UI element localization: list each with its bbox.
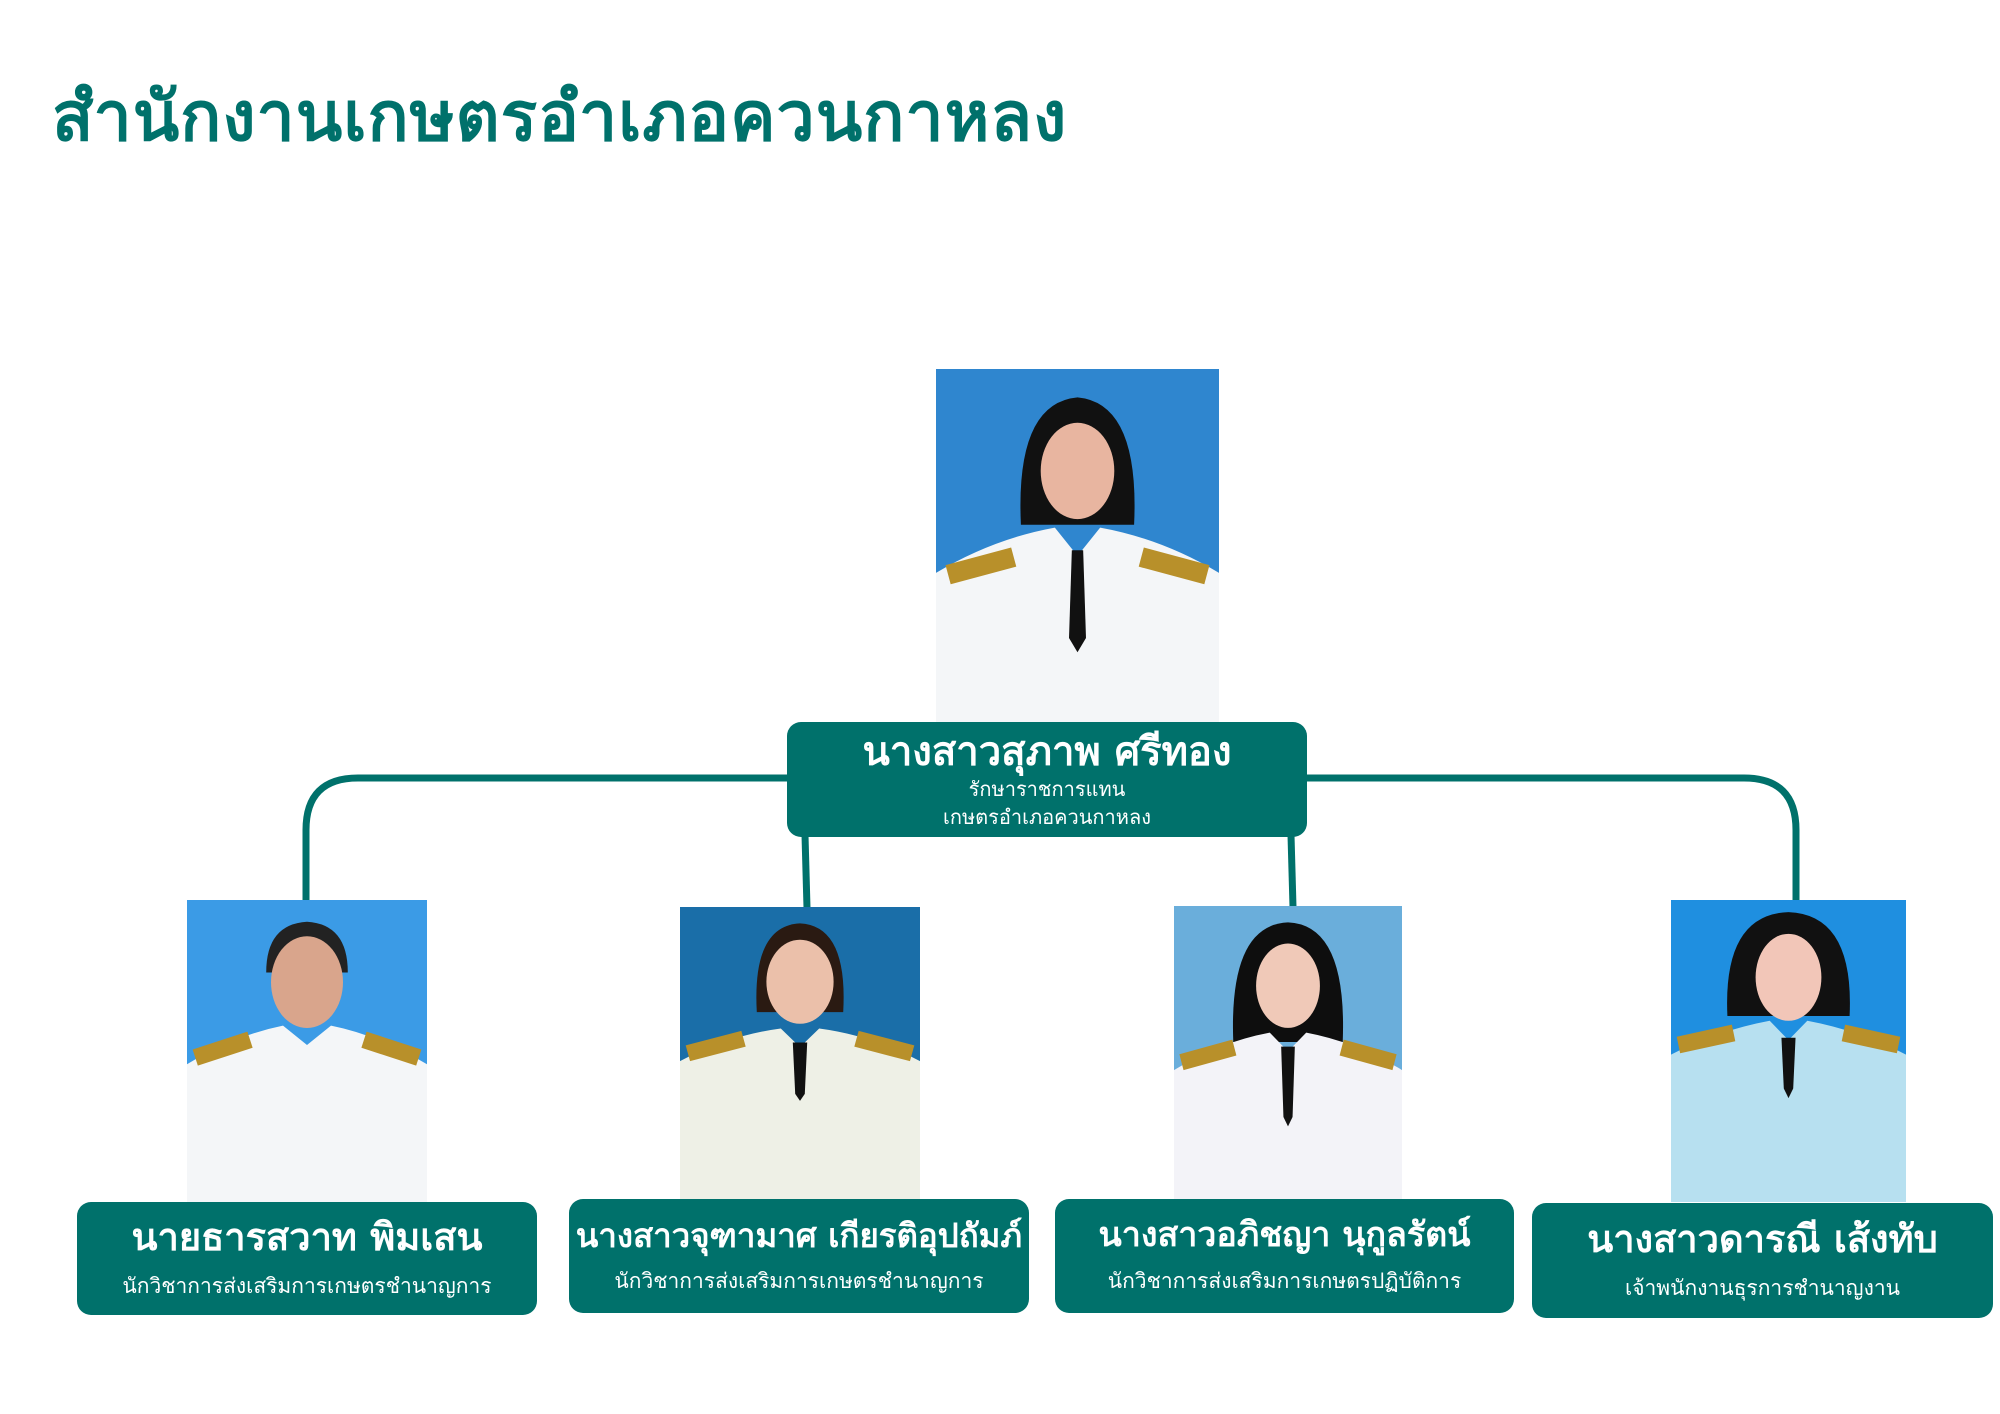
staff-card-2: นางสาวจุฑามาศ เกียรติอุปถัมภ์ นักวิชาการ… [569, 1199, 1029, 1313]
head-role-line1: รักษาราชการแทน [968, 776, 1126, 801]
staff-photo-1 [187, 900, 427, 1202]
connector-left [302, 774, 800, 900]
staff-name: นางสาวอภิชญา นุกูลรัตน์ [1098, 1215, 1471, 1256]
head-photo [936, 369, 1219, 723]
staff-name: นางสาวดารณี เส้งทับ [1587, 1217, 1938, 1262]
head-card: นางสาวสุภาพ ศรีทอง รักษาราชการแทน เกษตรอ… [787, 722, 1307, 837]
connector-inner-left [801, 834, 811, 909]
staff-card-3: นางสาวอภิชญา นุกูลรัตน์ นักวิชาการส่งเสร… [1055, 1199, 1514, 1313]
head-role-line2: เกษตรอำเภอควนกาหลง [943, 804, 1151, 829]
head-name: นางสาวสุภาพ ศรีทอง [862, 728, 1232, 775]
page-title: สำนักงานเกษตรอำเภอควนกาหลง [52, 78, 1068, 157]
staff-card-4: นางสาวดารณี เส้งทับ เจ้าพนักงานธุรการชำน… [1532, 1203, 1993, 1318]
staff-photo-3 [1174, 906, 1402, 1199]
staff-photo-4 [1671, 900, 1906, 1202]
staff-role: นักวิชาการส่งเสริมการเกษตรปฏิบัติการ [1107, 1269, 1462, 1294]
staff-card-1: นายธารสวาท พิมเสน นักวิชาการส่งเสริมการเ… [77, 1202, 537, 1315]
staff-name: นางสาวจุฑามาศ เกียรติอุปถัมภ์ [575, 1215, 1023, 1255]
staff-name: นายธารสวาท พิมเสน [131, 1215, 483, 1260]
staff-role: เจ้าพนักงานธุรการชำนาญงาน [1625, 1276, 1900, 1301]
staff-role: นักวิชาการส่งเสริมการเกษตรชำนาญการ [122, 1274, 492, 1299]
connector-inner-right [1287, 834, 1297, 908]
staff-photo-2 [680, 907, 920, 1199]
connector-right [1300, 774, 1800, 900]
staff-role: นักวิชาการส่งเสริมการเกษตรชำนาญการ [614, 1268, 984, 1293]
